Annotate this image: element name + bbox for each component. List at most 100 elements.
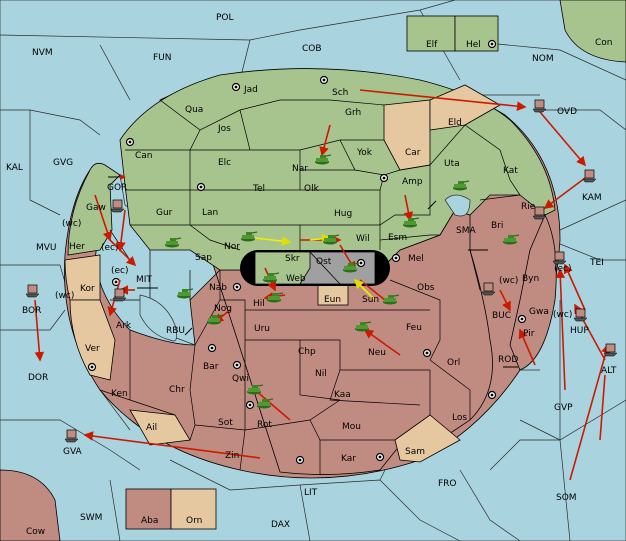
label-fro: FRO	[438, 479, 457, 489]
svg-text:Ken: Ken	[111, 389, 128, 399]
label-aba: Aba	[141, 516, 158, 526]
region-aba[interactable]	[125, 488, 172, 530]
fleet-alt	[603, 343, 618, 357]
svg-text:Zin: Zin	[225, 451, 239, 461]
label-tei: TEI	[589, 258, 604, 268]
fleet-tei	[552, 251, 567, 265]
label-kam: KAM	[582, 193, 602, 203]
supply-centers	[87, 39, 527, 465]
svg-text:Car: Car	[405, 148, 421, 158]
svg-text:Her: Her	[69, 242, 85, 252]
svg-text:(ec): (ec)	[554, 264, 572, 274]
svg-text:Sch: Sch	[332, 88, 348, 98]
svg-text:Kor: Kor	[80, 284, 95, 294]
svg-text:Qwi: Qwi	[232, 374, 249, 384]
label-pol: POL	[216, 13, 234, 23]
svg-text:Elc: Elc	[218, 158, 231, 168]
svg-text:Jad: Jad	[243, 85, 258, 95]
region-orn[interactable]	[170, 488, 217, 530]
svg-text:Bar: Bar	[203, 362, 219, 372]
svg-text:Eun: Eun	[324, 295, 341, 305]
label-kal: KAL	[6, 163, 23, 173]
svg-text:(ec): (ec)	[101, 243, 119, 253]
svg-text:Mou: Mou	[342, 422, 361, 432]
label-hel: Hel	[466, 40, 481, 50]
svg-text:Gur: Gur	[156, 208, 173, 218]
label-sma: SMA	[456, 226, 476, 236]
svg-text:Ail: Ail	[146, 423, 157, 433]
svg-text:Los: Los	[452, 413, 467, 423]
svg-text:Amp: Amp	[402, 177, 423, 187]
svg-text:Ark: Ark	[116, 321, 132, 331]
label-gor: GOR	[107, 183, 127, 193]
label-orn: Orn	[186, 516, 202, 526]
label-swm: SWM	[80, 513, 102, 523]
label-dax: DAX	[271, 520, 290, 530]
svg-text:Yok: Yok	[356, 148, 373, 158]
order-arrows	[34, 89, 611, 481]
label-cow: Cow	[26, 527, 45, 537]
region-sam[interactable]	[394, 414, 461, 463]
svg-text:Feu: Feu	[406, 323, 422, 333]
svg-text:Hug: Hug	[334, 209, 352, 219]
region-labels: POL NVM FUN COB NOM Con Elf Hel OVD KAL …	[6, 13, 617, 537]
svg-text:Esm: Esm	[388, 233, 407, 243]
svg-text:Tel: Tel	[252, 184, 265, 194]
label-dor: DOR	[28, 373, 48, 383]
svg-text:Eld: Eld	[448, 118, 462, 128]
svg-text:Sam: Sam	[405, 447, 425, 457]
svg-text:Pir: Pir	[523, 329, 535, 339]
svg-text:Hil: Hil	[253, 299, 265, 309]
label-nvm: NVM	[32, 48, 53, 58]
label-fun: FUN	[153, 53, 172, 63]
fleet-kam	[582, 169, 597, 183]
label-lit: LIT	[304, 488, 318, 498]
svg-text:Kat: Kat	[503, 166, 518, 176]
label-gvg: GVG	[53, 158, 73, 168]
svg-text:Lan: Lan	[202, 208, 218, 218]
svg-text:Orl: Orl	[447, 358, 460, 368]
svg-text:Obs: Obs	[417, 283, 435, 293]
svg-text:Nab: Nab	[209, 283, 227, 293]
label-mit: MIT	[136, 275, 152, 285]
svg-text:Neu: Neu	[368, 348, 386, 358]
svg-text:Nar: Nar	[292, 164, 308, 174]
svg-text:(wc): (wc)	[55, 291, 74, 301]
label-con: Con	[595, 38, 613, 48]
svg-text:(wc): (wc)	[499, 276, 518, 286]
svg-text:Kar: Kar	[341, 454, 356, 464]
svg-text:Gaw: Gaw	[86, 203, 106, 213]
label-elf: Elf	[426, 40, 438, 50]
svg-text:Ost: Ost	[316, 257, 332, 267]
svg-text:Nil: Nil	[315, 369, 327, 379]
fleet-gva	[64, 429, 79, 443]
svg-text:Byn: Byn	[522, 274, 539, 284]
label-alt: ALT	[601, 366, 617, 376]
svg-text:(ec): (ec)	[111, 266, 129, 276]
region-cow[interactable]	[0, 469, 61, 541]
svg-text:Sot: Sot	[218, 418, 233, 428]
label-cob: COB	[302, 44, 322, 54]
label-buc: BUC	[492, 311, 511, 321]
label-rbu: RBU	[166, 326, 185, 336]
svg-text:Ver: Ver	[85, 344, 100, 354]
svg-text:Nog: Nog	[214, 304, 232, 314]
svg-text:Skr: Skr	[285, 254, 300, 264]
svg-text:Sap: Sap	[195, 253, 212, 263]
svg-text:(wc): (wc)	[553, 310, 572, 320]
svg-text:Chp: Chp	[298, 347, 316, 357]
svg-text:Olk: Olk	[304, 184, 320, 194]
label-gvp: GVP	[554, 403, 573, 413]
region-elf[interactable]	[406, 15, 456, 52]
double-arrows	[108, 174, 518, 368]
fleet-buc	[481, 282, 496, 296]
svg-text:Qua: Qua	[185, 105, 203, 115]
region-ver[interactable]	[69, 299, 116, 381]
svg-text:Web: Web	[286, 274, 306, 284]
svg-text:HUP: HUP	[570, 326, 589, 336]
fleet-bor	[25, 284, 40, 298]
svg-text:Grh: Grh	[345, 108, 361, 118]
svg-text:Bri: Bri	[491, 221, 503, 231]
svg-text:Chr: Chr	[169, 385, 185, 395]
